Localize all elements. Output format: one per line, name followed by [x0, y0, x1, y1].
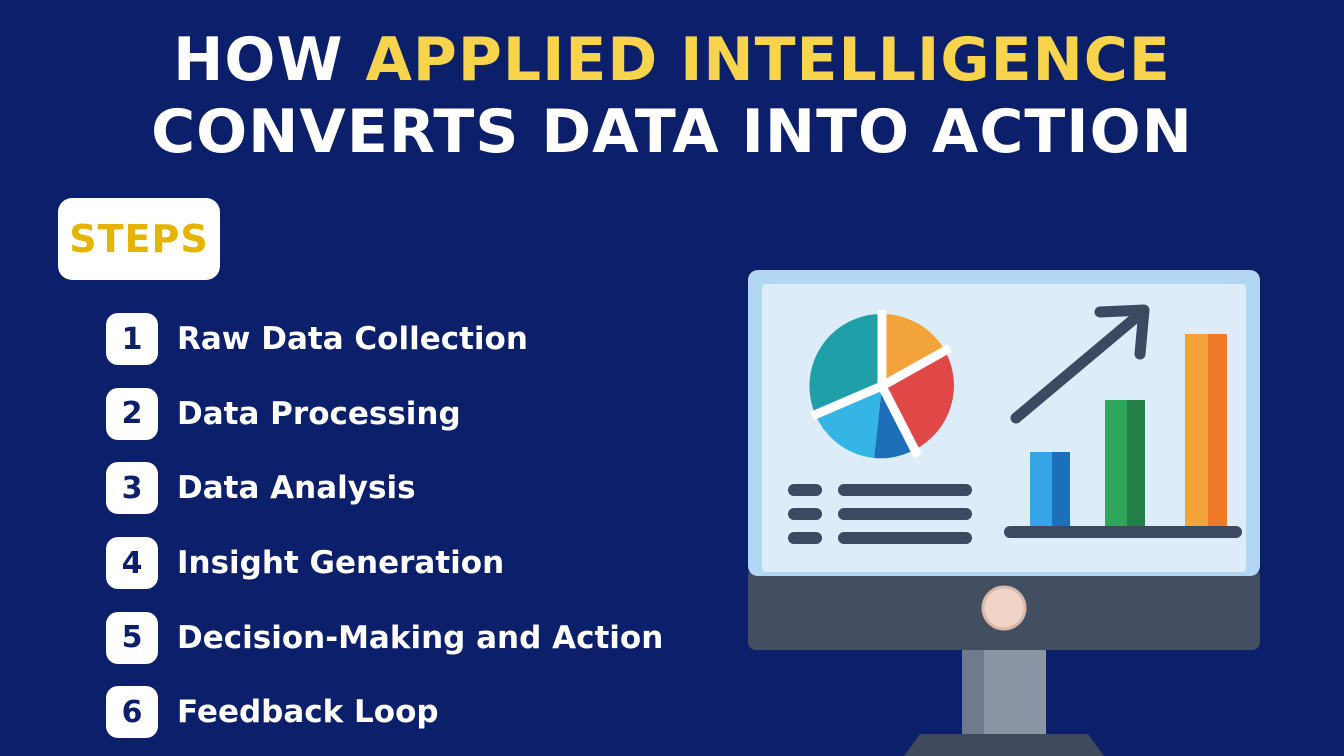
- step-label: Insight Generation: [177, 545, 505, 582]
- step-number: 3: [106, 462, 158, 515]
- step-label: Feedback Loop: [177, 694, 439, 731]
- title-line-2: CONVERTS DATA INTO ACTION: [151, 97, 1193, 167]
- pie-chart-icon: [809, 310, 954, 459]
- step-number: 5: [106, 611, 158, 664]
- step-label: Data Processing: [177, 395, 461, 432]
- trend-arrow-icon: [1010, 304, 1150, 424]
- step-label: Decision-Making and Action: [177, 619, 664, 656]
- title-prefix: HOW: [173, 25, 366, 95]
- step-label: Raw Data Collection: [177, 321, 528, 358]
- monitor-base: [904, 734, 1104, 756]
- step-item: 5 Decision-Making and Action: [106, 600, 663, 675]
- step-item: 1 Raw Data Collection: [106, 302, 663, 377]
- step-item: 6 Feedback Loop: [106, 675, 663, 750]
- step-label: Data Analysis: [177, 470, 416, 507]
- monitor-analytics-icon: [748, 270, 1260, 756]
- power-button: [983, 587, 1025, 629]
- steps-badge: STEPS: [58, 198, 220, 280]
- bar-chart-icon: [1004, 334, 1242, 538]
- step-item: 2 Data Processing: [106, 377, 663, 452]
- step-item: 4 Insight Generation: [106, 526, 663, 601]
- step-number: 1: [106, 313, 158, 366]
- title-highlight: APPLIED INTELLIGENCE: [365, 25, 1171, 95]
- page-title: HOW APPLIED INTELLIGENCE CONVERTS DATA I…: [0, 24, 1344, 168]
- step-item: 3 Data Analysis: [106, 451, 663, 526]
- text-lines-icon: [788, 484, 972, 544]
- step-number: 2: [106, 387, 158, 440]
- step-number: 4: [106, 537, 158, 590]
- steps-list: 1 Raw Data Collection 2 Data Processing …: [106, 302, 663, 750]
- step-number: 6: [106, 686, 158, 739]
- title-line-1: HOW APPLIED INTELLIGENCE: [173, 25, 1171, 95]
